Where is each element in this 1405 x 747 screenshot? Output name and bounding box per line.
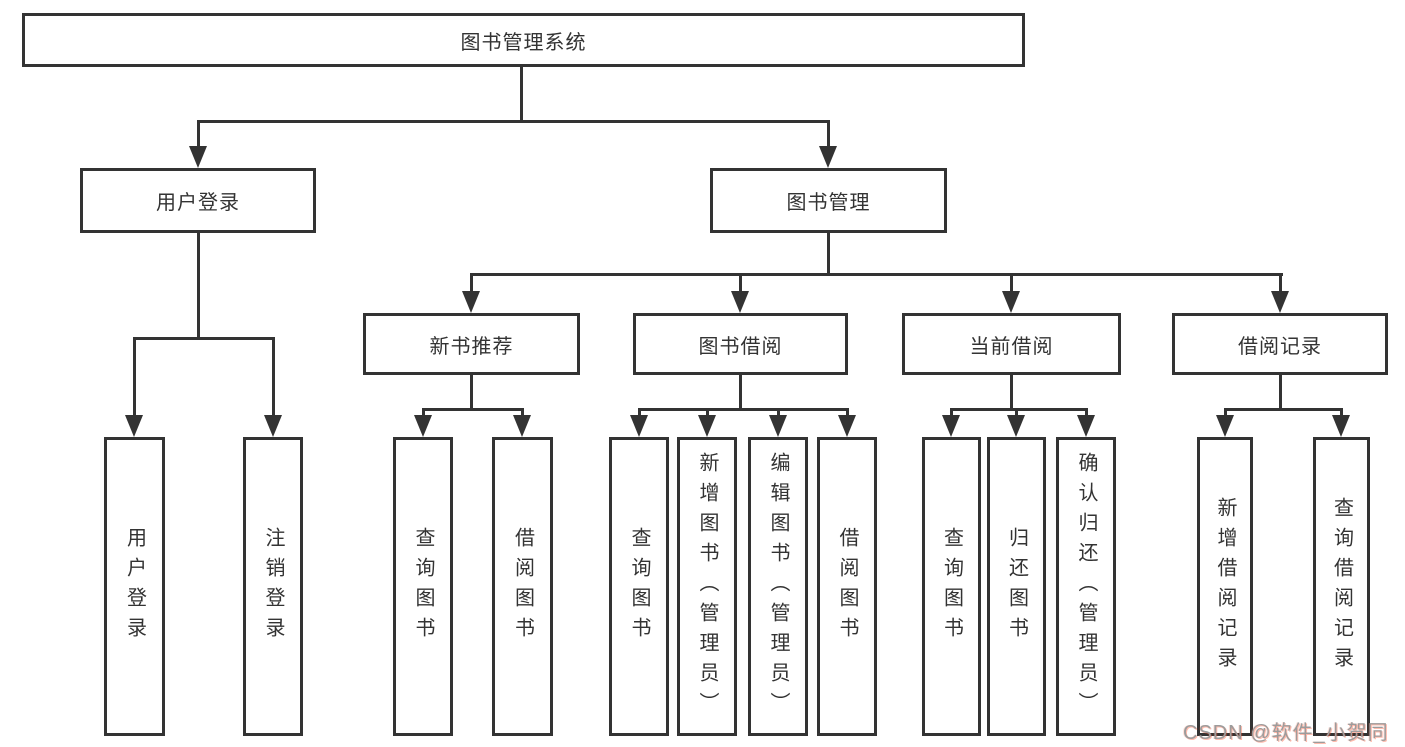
leaf-confirm-return-admin: 确认归还（管理员） (1056, 437, 1116, 736)
node-root-label: 图书管理系统 (460, 31, 587, 54)
arrowhead-down-icon (1002, 291, 1020, 313)
arrowhead-down-icon (189, 146, 207, 168)
connector-line (846, 408, 849, 415)
leaf-add-borrow-record: 新增借阅记录 (1197, 437, 1253, 736)
leaf-query-books-current: 查询图书 (922, 437, 981, 736)
leaf-edit-book-admin-label: 编辑图书（管理员） (767, 451, 789, 722)
arrowhead-down-icon (1271, 291, 1289, 313)
arrowhead-down-icon (942, 415, 960, 437)
connector-line (1010, 375, 1013, 408)
arrowhead-down-icon (414, 415, 432, 437)
leaf-return-books: 归还图书 (987, 437, 1046, 736)
node-borrow-records-label: 借阅记录 (1238, 335, 1322, 358)
arrowhead-down-icon (838, 415, 856, 437)
arrowhead-down-icon (125, 415, 143, 437)
leaf-query-books-borrow-label: 查询图书 (628, 526, 650, 647)
leaf-query-books-borrow: 查询图书 (609, 437, 669, 736)
connector-line (1010, 273, 1013, 291)
node-new-book-recommend-label: 新书推荐 (429, 335, 514, 358)
connector-line (470, 273, 473, 291)
connector-line (422, 408, 523, 411)
connector-line (133, 337, 275, 340)
leaf-logout-label: 注销登录 (262, 526, 284, 647)
connector-line (133, 337, 136, 415)
node-new-book-recommend: 新书推荐 (363, 313, 580, 375)
arrowhead-down-icon (1007, 415, 1025, 437)
connector-line (422, 408, 425, 415)
leaf-user-login: 用户登录 (104, 437, 165, 736)
arrowhead-down-icon (513, 415, 531, 437)
node-current-borrow: 当前借阅 (902, 313, 1121, 375)
leaf-add-book-admin-label: 新增图书（管理员） (696, 451, 718, 722)
leaf-user-login-label: 用户登录 (123, 526, 146, 647)
csdn-watermark: CSDN @软件_小贺同学 (1183, 722, 1389, 744)
leaf-edit-book-admin: 编辑图书（管理员） (748, 437, 808, 736)
connector-line (827, 120, 830, 146)
arrowhead-down-icon (264, 415, 282, 437)
connector-line (827, 233, 830, 273)
leaf-query-books-recommend-label: 查询图书 (412, 526, 434, 647)
node-borrow-records: 借阅记录 (1172, 313, 1388, 375)
node-book-borrow: 图书借阅 (633, 313, 848, 375)
connector-line (950, 408, 1087, 411)
leaf-query-borrow-record-label: 查询借阅记录 (1330, 496, 1353, 677)
node-book-borrow-label: 图书借阅 (698, 335, 783, 358)
connector-line (197, 120, 200, 146)
leaf-query-books-current-label: 查询图书 (940, 526, 963, 647)
leaf-return-books-label: 归还图书 (1005, 526, 1028, 647)
connector-line (197, 120, 830, 123)
arrowhead-down-icon (630, 415, 648, 437)
leaf-confirm-return-admin-label: 确认归还（管理员） (1075, 451, 1097, 722)
leaf-add-book-admin: 新增图书（管理员） (677, 437, 737, 736)
connector-line (1279, 273, 1282, 291)
arrowhead-down-icon (462, 291, 480, 313)
connector-line (638, 408, 641, 415)
connector-line (470, 273, 1283, 276)
arrowhead-down-icon (1332, 415, 1350, 437)
leaf-borrow-books-label: 借阅图书 (836, 526, 858, 647)
connector-line (1085, 408, 1088, 415)
node-user-login: 用户登录 (80, 168, 316, 233)
node-book-management: 图书管理 (710, 168, 947, 233)
connector-line (739, 375, 742, 408)
connector-line (739, 273, 742, 291)
connector-line (521, 408, 524, 415)
connector-line (470, 375, 473, 408)
node-current-borrow-label: 当前借阅 (969, 335, 1054, 358)
leaf-logout: 注销登录 (243, 437, 303, 736)
connector-line (1224, 408, 1343, 411)
arrowhead-down-icon (769, 415, 787, 437)
arrowhead-down-icon (698, 415, 716, 437)
arrowhead-down-icon (819, 146, 837, 168)
leaf-query-books-recommend: 查询图书 (393, 437, 453, 736)
connector-line (1015, 408, 1018, 415)
leaf-query-borrow-record: 查询借阅记录 (1313, 437, 1370, 736)
leaf-add-borrow-record-label: 新增借阅记录 (1214, 496, 1236, 677)
connector-line (706, 408, 709, 415)
connector-line (1279, 375, 1282, 408)
connector-line (638, 408, 848, 411)
arrowhead-down-icon (731, 291, 749, 313)
node-book-management-label: 图书管理 (786, 192, 871, 214)
connector-line (1224, 408, 1227, 415)
node-root: 图书管理系统 (22, 13, 1025, 67)
arrowhead-down-icon (1216, 415, 1234, 437)
leaf-borrow-books-recommend: 借阅图书 (492, 437, 553, 736)
arrowhead-down-icon (1077, 415, 1095, 437)
leaf-borrow-books-recommend-label: 借阅图书 (511, 526, 534, 647)
connector-line (777, 408, 780, 415)
connector-line (272, 337, 275, 415)
connector-line (520, 67, 523, 120)
connector-line (197, 233, 200, 337)
leaf-borrow-books: 借阅图书 (817, 437, 877, 736)
connector-line (1340, 408, 1343, 415)
connector-line (950, 408, 953, 415)
node-user-login-label: 用户登录 (156, 192, 240, 214)
